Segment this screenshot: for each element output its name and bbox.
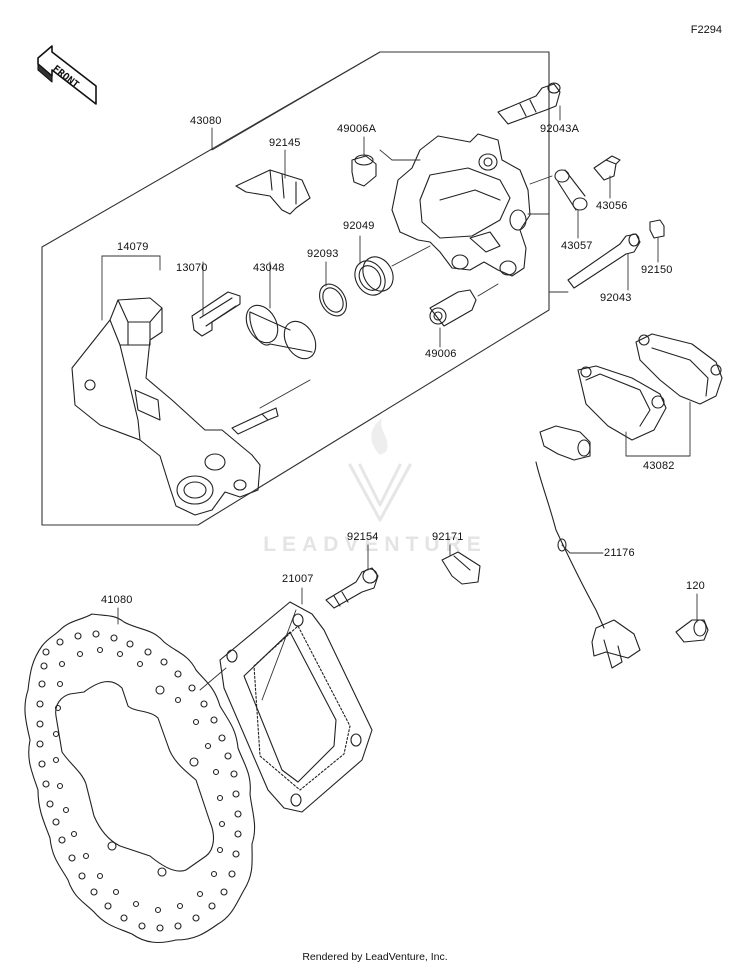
part-label-92093: 92093 (307, 248, 339, 260)
part-label-120: 120 (686, 580, 705, 592)
part-label-43082: 43082 (643, 460, 675, 472)
caliper-piston-part (245, 304, 317, 360)
sensor-clamp-part (441, 551, 481, 585)
watermark-text: LEADVENTURE (263, 533, 487, 556)
pin-cap-part (649, 219, 665, 239)
diagram-code: F2294 (690, 24, 722, 36)
part-label-13070: 13070 (176, 262, 208, 274)
brake-pad-outer-part (635, 333, 723, 405)
part-label-41080: 41080 (101, 594, 133, 606)
part-label-92154: 92154 (347, 531, 379, 543)
part-label-92150: 92150 (641, 264, 673, 276)
pad-spring-part (235, 169, 311, 215)
slide-pin-a-part (497, 82, 561, 125)
dust-seal-part (354, 256, 394, 296)
abs-rotor-part (219, 601, 373, 813)
assembly-box (41, 51, 550, 526)
part-label-92171: 92171 (432, 531, 464, 543)
abs-sensor-part (535, 425, 641, 669)
part-label-43057: 43057 (561, 240, 593, 252)
disc-holes (36, 630, 242, 932)
mounting-bolt-part (429, 289, 477, 327)
part-label-43056: 43056 (596, 200, 628, 212)
part-label-92043: 92043 (600, 292, 632, 304)
part-label-92049: 92049 (343, 220, 375, 232)
part-label-92043a: 92043A (540, 123, 580, 135)
part-label-21176: 21176 (604, 547, 635, 559)
piston-seal-part (319, 283, 347, 317)
part-label-43048: 43048 (253, 262, 285, 274)
brake-pad-inner-part (577, 365, 667, 441)
disc-bolt-part (325, 567, 379, 609)
pad-spring-clip-part (191, 291, 241, 337)
footer-credit: Rendered by LeadVenture, Inc. (302, 951, 448, 963)
part-label-14079: 14079 (117, 241, 149, 253)
bleeder-fitting-part (554, 169, 588, 211)
slide-pin-part (567, 233, 641, 289)
front-arrow-icon: FRONT (37, 45, 97, 105)
part-label-43080: 43080 (190, 115, 222, 127)
part-label-49006a: 49006A (337, 123, 377, 135)
leader-lines (101, 51, 698, 701)
caliper-body-part (391, 133, 531, 277)
bleed-valve-part (593, 155, 621, 181)
caliper-bracket-part (71, 297, 279, 516)
sensor-bolt-part (675, 619, 709, 643)
brake-disc-part (24, 613, 256, 944)
bleeder-cap-part (351, 154, 377, 187)
part-label-21007: 21007 (282, 573, 314, 585)
watermark-logo-icon (348, 418, 412, 522)
part-label-92145: 92145 (269, 137, 301, 149)
part-label-49006: 49006 (425, 348, 457, 360)
